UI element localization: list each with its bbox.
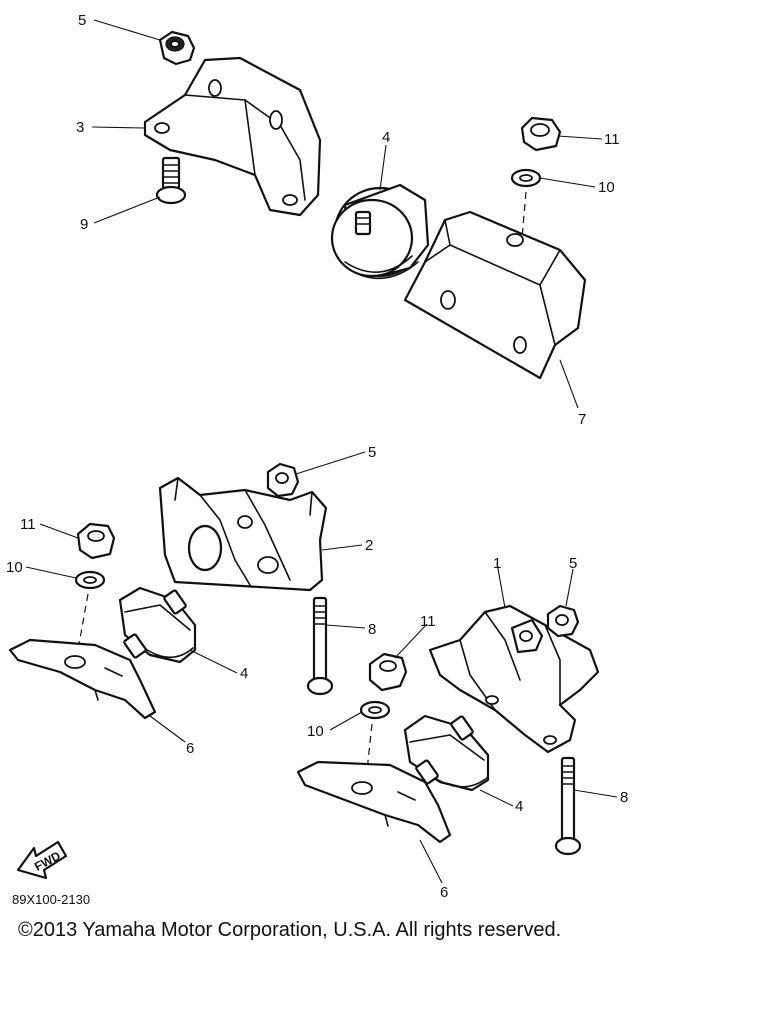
- washer-part-10-left: [74, 570, 106, 651]
- callout-4-top: 4: [382, 129, 390, 146]
- callout-2: 2: [365, 537, 373, 554]
- callout-10-center: 10: [307, 723, 324, 740]
- callout-3: 3: [76, 119, 84, 136]
- engine-mount-part-4-right: [403, 714, 490, 792]
- callout-numbers: 5 3 9 4 11 10 7 5 2 11 10 4 6 8 1 5 11 8…: [6, 12, 628, 901]
- nut-part-5-middle: [266, 462, 300, 498]
- bracket-part-3: [143, 56, 322, 217]
- callout-11-center: 11: [420, 613, 436, 630]
- callout-9: 9: [80, 216, 88, 233]
- nut-part-5-top: [158, 30, 196, 66]
- bolt-part-8-middle: [306, 596, 334, 696]
- bracket-part-1: [428, 604, 600, 754]
- callout-11-top: 11: [604, 131, 620, 148]
- nut-part-5-right: [546, 604, 580, 638]
- plate-part-6-right: [296, 760, 452, 844]
- nut-part-11-center: [368, 652, 408, 692]
- nut-part-11-top: [520, 116, 562, 152]
- bracket-part-7: [403, 210, 587, 380]
- callout-8-right: 8: [620, 789, 628, 806]
- callout-1: 1: [493, 555, 501, 572]
- callout-6-left: 6: [186, 740, 194, 757]
- callout-8-middle: 8: [368, 621, 376, 638]
- callout-5-right: 5: [569, 555, 577, 572]
- engine-mount-part-4-top: [330, 183, 430, 280]
- callout-5-middle: 5: [368, 444, 376, 461]
- washer-part-10-center: [359, 700, 391, 781]
- leader-lines: [25, 19, 618, 884]
- callout-7: 7: [578, 411, 586, 428]
- nut-part-11-left: [76, 522, 116, 560]
- forward-arrow-icon: FWD: [16, 840, 68, 880]
- callout-6-right: 6: [440, 884, 448, 901]
- callout-10-left: 10: [6, 559, 23, 576]
- plate-part-6-left: [8, 638, 157, 720]
- bolt-part-8-right: [554, 756, 582, 856]
- copyright-notice: ©2013 Yamaha Motor Corporation, U.S.A. A…: [18, 919, 561, 941]
- engine-mount-part-4-left: [118, 586, 197, 664]
- callout-10-top: 10: [598, 179, 615, 196]
- bolt-part-9: [155, 156, 187, 205]
- callout-4-right: 4: [515, 798, 523, 815]
- washer-part-10-top: [510, 168, 542, 239]
- callout-4-left: 4: [240, 665, 248, 682]
- callout-5-top: 5: [78, 12, 86, 29]
- diagram-code: 89X100-2130: [12, 892, 90, 907]
- bracket-part-2: [158, 476, 328, 592]
- callout-11-left: 11: [20, 516, 36, 533]
